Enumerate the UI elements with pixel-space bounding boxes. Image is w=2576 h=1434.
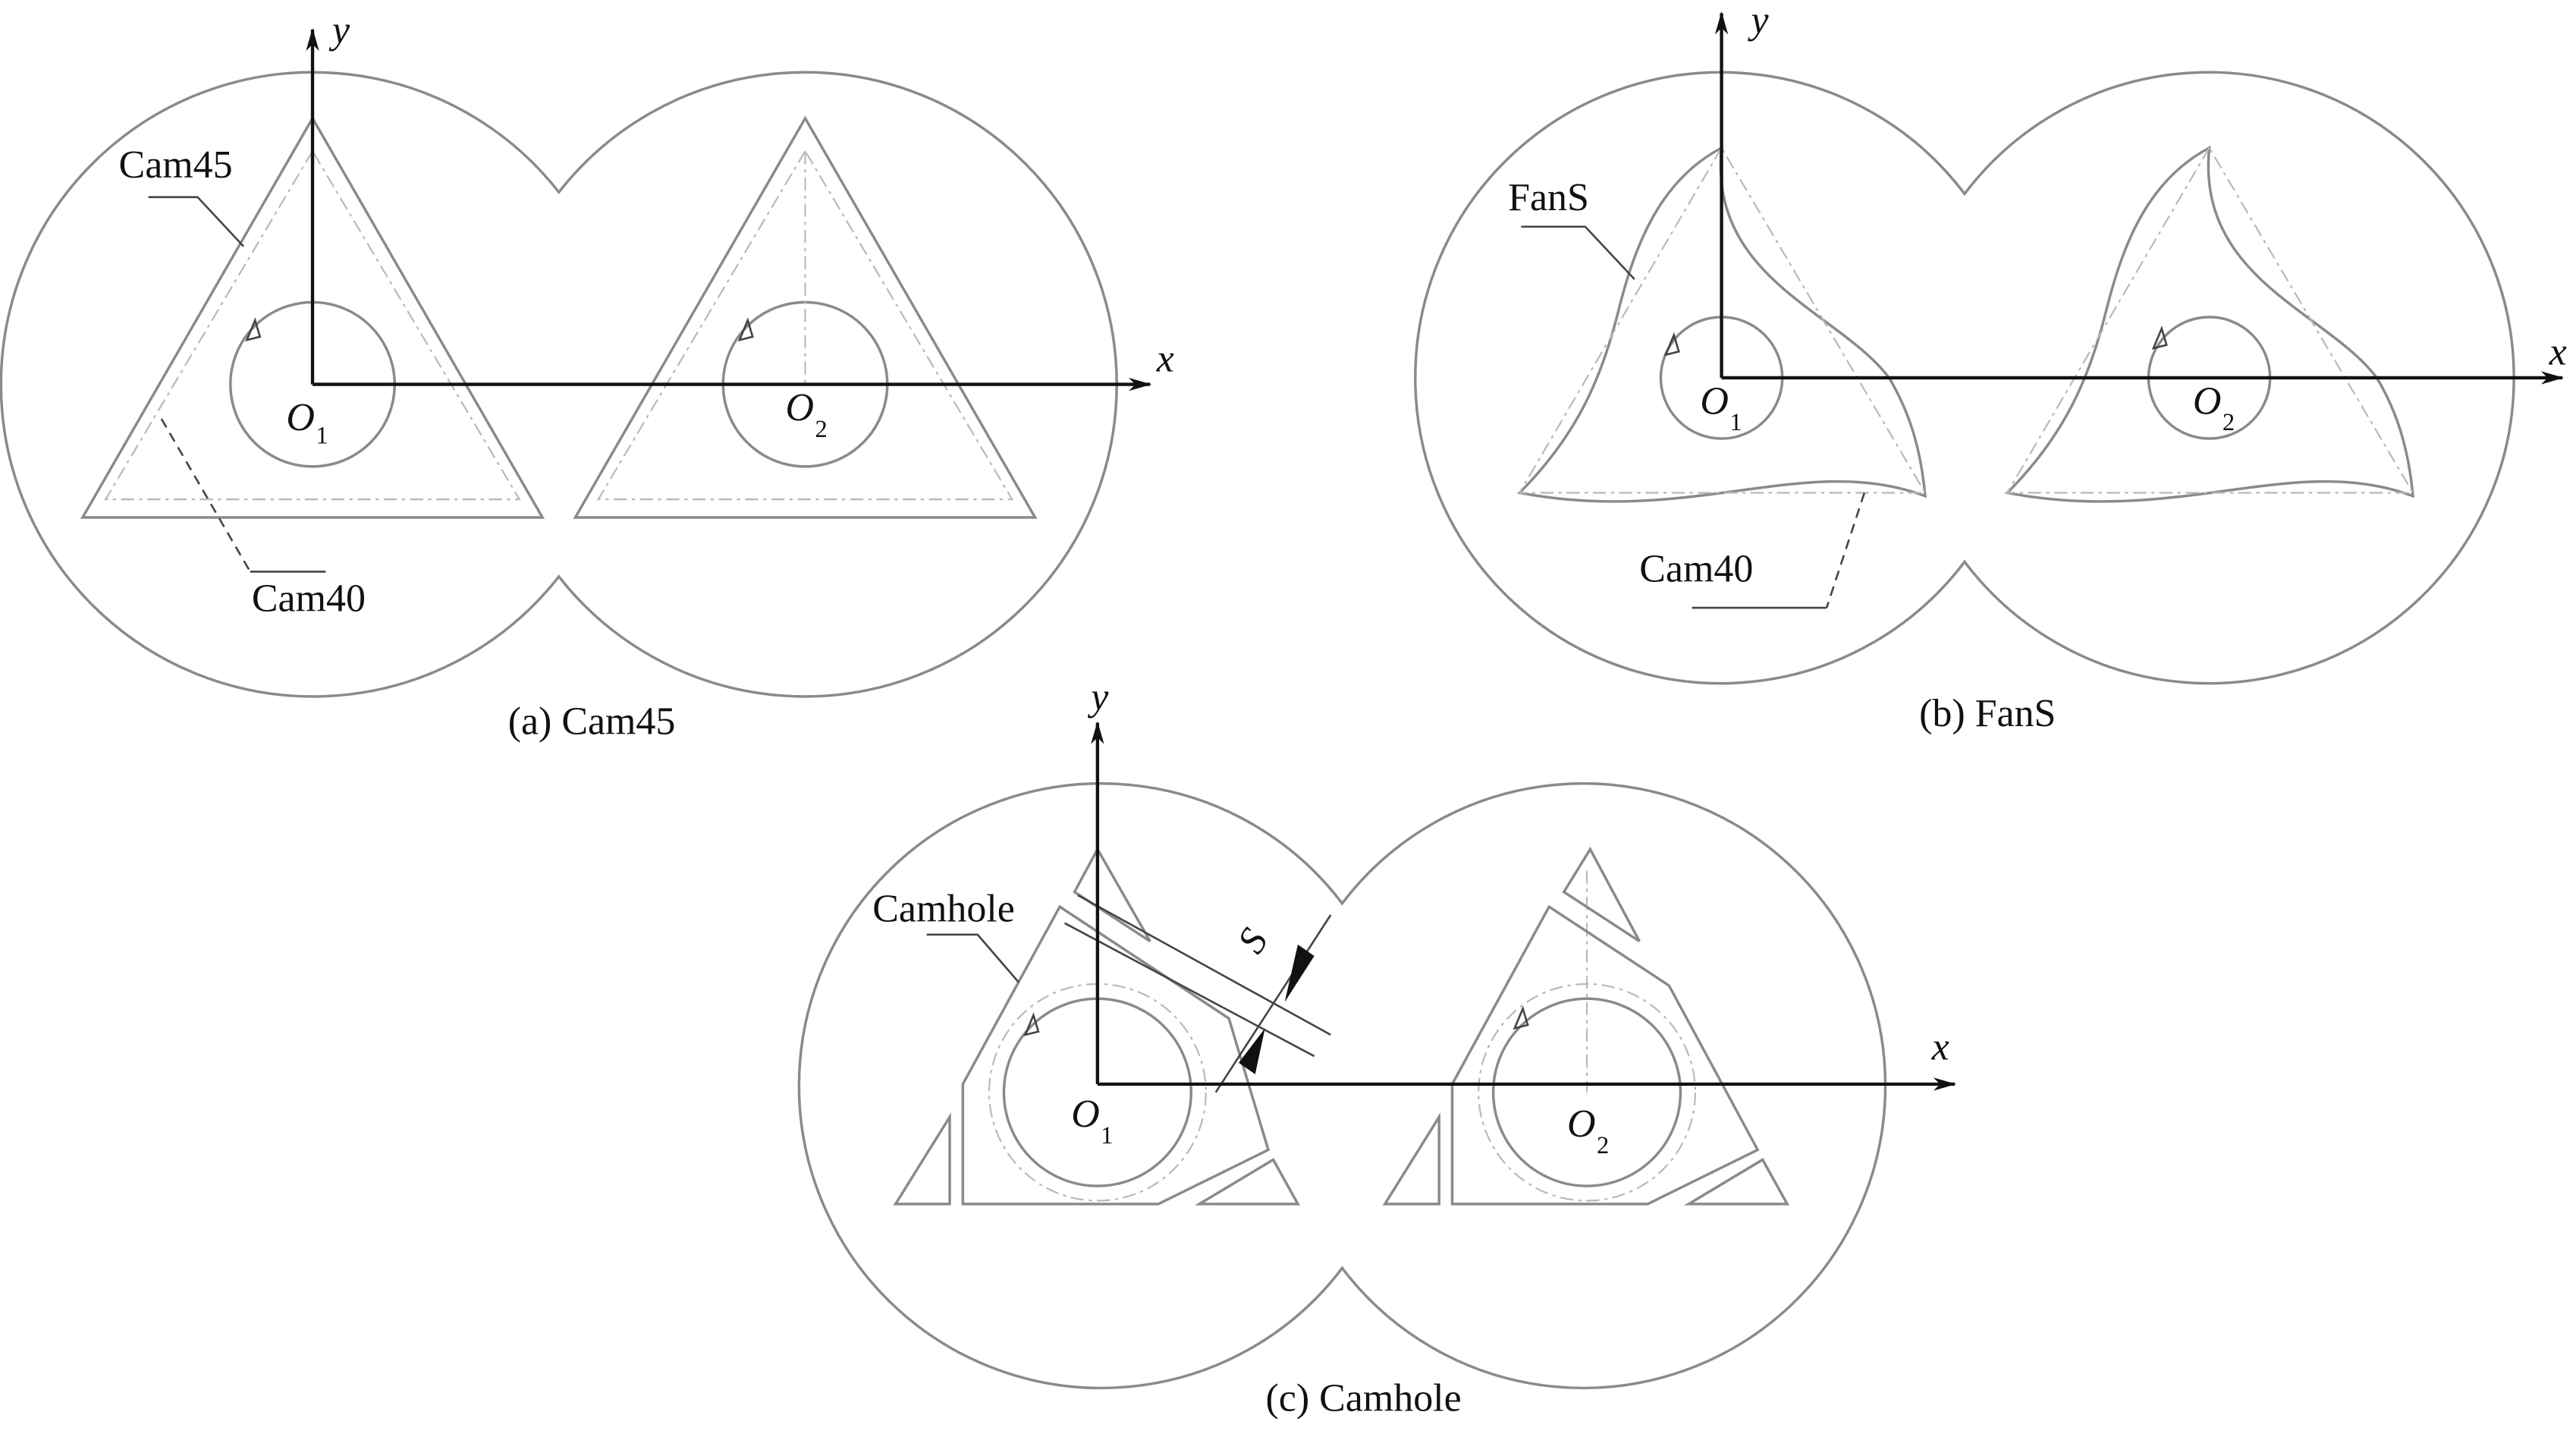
center-o1-label: O xyxy=(1071,1093,1100,1136)
cam40-profile-1 xyxy=(104,149,521,501)
housing-outline xyxy=(797,781,1887,1390)
cam45-profile-1 xyxy=(80,115,545,519)
center-o1-label: O xyxy=(286,396,315,439)
rotation-arrow-icon xyxy=(1663,332,1680,357)
fans-label: FanS xyxy=(1508,176,1589,219)
cam45-leader xyxy=(148,196,245,247)
fans-leader xyxy=(1521,225,1635,280)
rotation-arrow-icon xyxy=(1023,1012,1040,1036)
center-o2-label: O xyxy=(1567,1102,1596,1146)
center-o2-subscript: 2 xyxy=(1597,1132,1609,1159)
cam40-label: Cam40 xyxy=(1639,547,1753,590)
cam45-label: Cam45 xyxy=(119,143,233,187)
panel-b-fans: y x O 1 O 2 FanS Cam40 (b) FanS xyxy=(1414,0,2567,735)
x-axis-label: x xyxy=(1931,1025,1949,1068)
caption-a: (a) Cam45 xyxy=(508,700,676,744)
center-o2-label: O xyxy=(786,386,815,429)
cam40-label: Cam40 xyxy=(252,577,366,620)
caption-b: (b) FanS xyxy=(1919,692,2056,735)
housing-outline xyxy=(0,71,1118,698)
center-o2-subscript: 2 xyxy=(2223,409,2235,436)
rotation-arrow-icon xyxy=(1513,1005,1529,1030)
camhole-leader xyxy=(926,933,1019,983)
rotation-arrow-icon xyxy=(2151,325,2168,350)
caption-c: (c) Camhole xyxy=(1266,1377,1462,1420)
fans-profile-1 xyxy=(1516,145,1927,503)
cam45-profile-2 xyxy=(573,115,1038,519)
cam40-profile-2 xyxy=(596,149,1014,501)
dimension-s-label: S xyxy=(1230,921,1277,961)
housing-outline xyxy=(1414,71,2515,685)
camhole-rotor-2 xyxy=(1382,846,1790,1206)
x-axis-label: x xyxy=(1156,337,1174,380)
rotation-arrow-icon xyxy=(245,317,262,342)
dimension-arrow-icon xyxy=(1239,1028,1265,1074)
cam40-leader xyxy=(1825,492,1866,609)
center-o1-subscript: 1 xyxy=(1101,1122,1113,1149)
camhole-label: Camhole xyxy=(872,888,1015,931)
center-o2-subscript: 2 xyxy=(815,416,827,443)
cam40-leader xyxy=(160,418,251,573)
center-o1-subscript: 1 xyxy=(1729,409,1742,436)
rotation-arrow-icon xyxy=(737,317,754,342)
y-axis-label: y xyxy=(1087,675,1109,719)
panel-a-cam45: y x O 1 O 2 Cam45 Cam40 (a) Cam45 xyxy=(0,8,1174,744)
y-axis-label: y xyxy=(1748,0,1770,42)
dimension-arrow-icon xyxy=(1284,944,1315,1002)
center-o2-label: O xyxy=(2193,380,2222,423)
dimension-s: S xyxy=(1063,894,1332,1093)
panel-c-camhole: S y x O 1 O 2 Camhole (c) Camhole xyxy=(797,675,1957,1420)
x-axis-label: x xyxy=(2549,331,2567,374)
center-o1-label: O xyxy=(1700,380,1729,423)
fans-profile-2 xyxy=(2004,145,2414,503)
y-axis-label: y xyxy=(328,8,350,52)
center-o1-subscript: 1 xyxy=(316,423,328,450)
